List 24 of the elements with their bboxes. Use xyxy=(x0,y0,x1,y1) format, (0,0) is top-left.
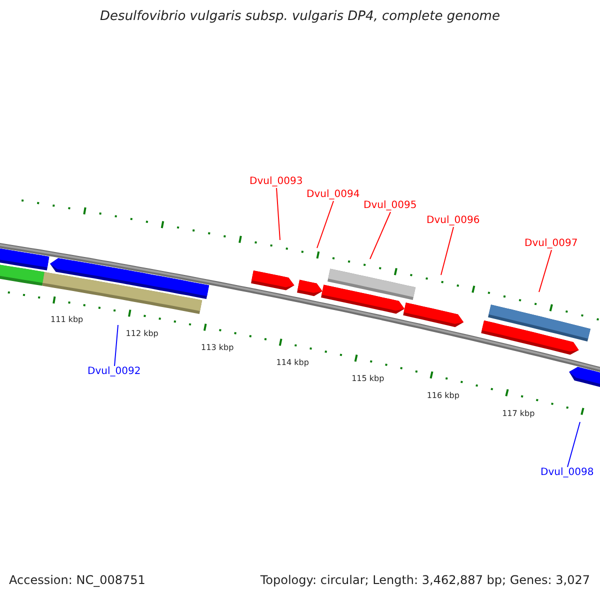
leader-line xyxy=(440,226,454,276)
gene-label: Dvul_0094 xyxy=(306,189,360,201)
gene-label: Dvul_0092 xyxy=(88,366,141,378)
scale-label: 117 kbp xyxy=(502,409,535,418)
leader-line xyxy=(370,212,391,260)
scale-label: 114 kbp xyxy=(276,358,309,368)
leader-line xyxy=(276,188,280,240)
scale-label: 112 kbp xyxy=(126,328,158,338)
scale-label: 115 kbp xyxy=(352,374,384,384)
gene-label: Dvul_0095 xyxy=(364,200,417,212)
scale-label: 111 kbp xyxy=(50,315,84,324)
leader-line xyxy=(114,324,118,366)
footer-text: Accession: NC_008751 xyxy=(9,573,146,587)
gene-label: Dvul_0098 xyxy=(540,467,594,479)
leader-line xyxy=(567,422,580,468)
scale-label: 116 kbp xyxy=(426,391,460,400)
gene-label: Dvul_0093 xyxy=(250,176,303,188)
diagram-title: Desulfovibrio vulgaris subsp. vulgaris DP4, complete genome xyxy=(99,9,501,24)
leader-line xyxy=(316,200,334,248)
footer-text: Topology: circular; Length: 3,462,887 bp; Genes: 3,027 xyxy=(260,573,590,587)
gene-label: Dvul_0096 xyxy=(426,215,480,227)
gene-label: Dvul_0097 xyxy=(524,238,578,250)
leader-line xyxy=(538,250,552,292)
scale-label: 113 kbp xyxy=(201,343,234,352)
